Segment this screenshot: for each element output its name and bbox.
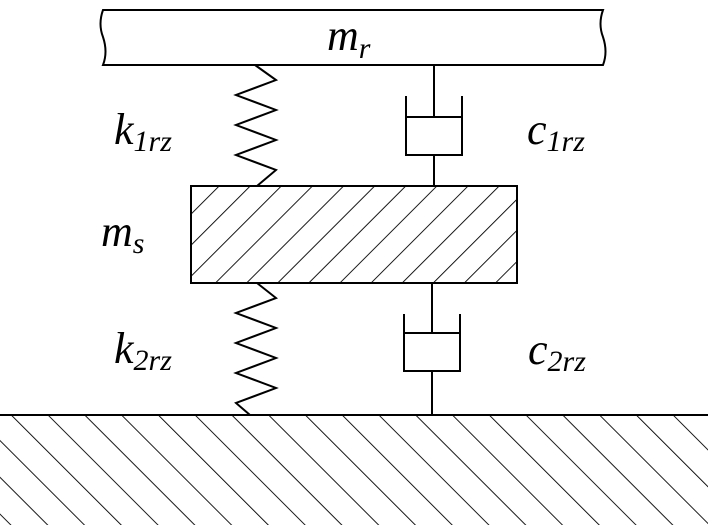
lower-damper	[403, 283, 461, 415]
ground	[0, 414, 708, 525]
middle-mass-label: ms	[101, 207, 144, 260]
lower-spring-label: k2rz	[114, 324, 172, 377]
upper-spring-label: k1rz	[114, 105, 172, 158]
lower-damper-label: c2rz	[528, 325, 586, 378]
top-mass-block	[99, 9, 607, 66]
lower-spring	[233, 282, 279, 416]
middle-mass-block	[190, 185, 518, 284]
top-mass-label: mr	[327, 11, 371, 65]
upper-spring	[233, 64, 279, 187]
upper-damper-label: c1rz	[527, 105, 585, 158]
upper-damper	[405, 65, 463, 186]
